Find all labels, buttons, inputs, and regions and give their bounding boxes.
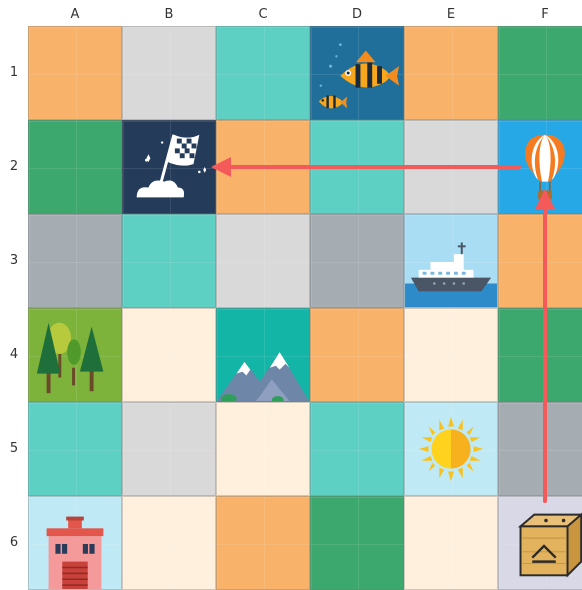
row-label-1: 1 xyxy=(0,26,28,120)
cell-b6[interactable] xyxy=(122,496,216,590)
cell-d2[interactable] xyxy=(310,120,404,214)
row-label-5: 5 xyxy=(0,402,28,496)
cell-e1[interactable] xyxy=(404,26,498,120)
cell-b1[interactable] xyxy=(122,26,216,120)
cell-b3[interactable] xyxy=(122,214,216,308)
fish-icon xyxy=(311,27,403,119)
game-board xyxy=(28,26,582,590)
cell-c4[interactable] xyxy=(216,308,310,402)
cell-c2[interactable] xyxy=(216,120,310,214)
cell-f5[interactable] xyxy=(498,402,582,496)
cell-d5[interactable] xyxy=(310,402,404,496)
wooden-box-icon xyxy=(499,497,582,589)
cell-c6[interactable] xyxy=(216,496,310,590)
cell-a5[interactable] xyxy=(28,402,122,496)
cell-a2[interactable] xyxy=(28,120,122,214)
cell-a1[interactable] xyxy=(28,26,122,120)
column-label-e: E xyxy=(404,0,498,28)
cell-a3[interactable] xyxy=(28,214,122,308)
ship-icon xyxy=(405,215,497,307)
hot-air-balloon-icon xyxy=(499,121,582,213)
column-label-f: F xyxy=(498,0,582,28)
cell-d1[interactable] xyxy=(310,26,404,120)
mountains-icon xyxy=(217,309,309,401)
cell-d6[interactable] xyxy=(310,496,404,590)
house-icon xyxy=(29,497,121,589)
cell-f1[interactable] xyxy=(498,26,582,120)
cell-c1[interactable] xyxy=(216,26,310,120)
column-label-a: A xyxy=(28,0,122,28)
cell-e6[interactable] xyxy=(404,496,498,590)
cell-f6[interactable] xyxy=(498,496,582,590)
cell-b4[interactable] xyxy=(122,308,216,402)
cell-e4[interactable] xyxy=(404,308,498,402)
cell-f3[interactable] xyxy=(498,214,582,308)
cell-e5[interactable] xyxy=(404,402,498,496)
cell-d3[interactable] xyxy=(310,214,404,308)
cell-c5[interactable] xyxy=(216,402,310,496)
cell-d4[interactable] xyxy=(310,308,404,402)
cell-b2[interactable] xyxy=(122,120,216,214)
cell-f4[interactable] xyxy=(498,308,582,402)
cell-a6[interactable] xyxy=(28,496,122,590)
cell-a4[interactable] xyxy=(28,308,122,402)
column-label-d: D xyxy=(310,0,404,28)
row-label-4: 4 xyxy=(0,308,28,402)
sun-icon xyxy=(405,403,497,495)
trees-icon xyxy=(29,309,121,401)
cell-b5[interactable] xyxy=(122,402,216,496)
finish-flag-icon xyxy=(123,121,215,213)
cell-e2[interactable] xyxy=(404,120,498,214)
column-label-b: B xyxy=(122,0,216,28)
row-label-2: 2 xyxy=(0,120,28,214)
column-label-c: C xyxy=(216,0,310,28)
cell-c3[interactable] xyxy=(216,214,310,308)
row-label-3: 3 xyxy=(0,214,28,308)
cell-e3[interactable] xyxy=(404,214,498,308)
row-label-6: 6 xyxy=(0,496,28,590)
cell-f2[interactable] xyxy=(498,120,582,214)
